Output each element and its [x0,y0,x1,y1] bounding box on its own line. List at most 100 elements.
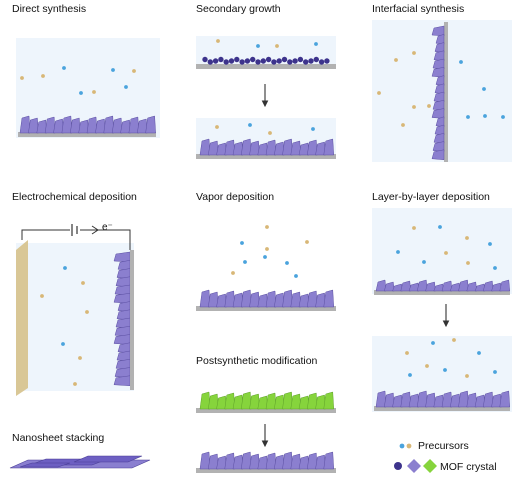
liquid-lbl-top [372,208,512,294]
precursor-blue [482,87,486,91]
electrochem-setup [16,224,131,396]
crystal-block [458,279,469,292]
crystal-block [466,392,478,408]
seed-crystal [207,59,213,65]
crystal-block [240,289,252,308]
label-nanosheet-stacking: Nanosheet stacking [12,432,105,444]
precursor-blue [248,123,252,127]
crystal-block [435,116,445,128]
crystal-block [290,393,302,410]
seed-crystal [324,58,330,64]
crystal-block [432,58,445,70]
crystal-block [282,391,293,410]
crystal-block [249,453,260,470]
crystal-block [432,99,445,111]
seed-crystal [265,56,272,63]
crystal-layer-lbl-bottom [375,390,511,408]
crystal-block [491,282,502,292]
crystal-block [249,393,260,410]
crystal-block [392,283,403,292]
crystal-block [298,455,310,470]
crystal-block [103,115,115,134]
crystal-block [240,138,252,156]
electrode-left [16,240,28,396]
seed-crystal [287,59,293,65]
crystal-block [136,118,148,134]
crystal-block [199,138,211,156]
crystal-block [482,280,494,292]
crystal-block [273,141,285,156]
crystal-block [458,390,469,408]
crystal-block [408,393,420,408]
legend-mof-purple-diamond [407,459,421,473]
precursor-blue [240,241,244,245]
precursor-blue [285,261,289,265]
precursor-blue [443,368,447,372]
crystal-block [416,279,428,292]
precursor-gold [92,90,96,94]
legend-precursor-gold-dot [406,443,412,449]
crystal-block [273,454,285,470]
crystal-block [474,394,486,408]
crystal-block [431,149,445,161]
crystal-block [306,139,318,156]
crystal-block [323,138,335,156]
label-interfacial-synthesis: Interfacial synthesis [372,3,465,15]
crystal-block [207,140,219,156]
process-arrows [261,84,450,448]
label-layer-by-layer-deposition: Layer-by-layer deposition [372,191,490,203]
crystal-block [306,452,318,470]
precursor-gold [275,44,279,48]
crystal-block [375,279,387,292]
seed-crystal [308,58,314,64]
substrate-vapor [196,306,336,311]
precursor-gold [425,364,429,368]
crystal-block [290,291,302,308]
crystal-block [199,289,211,308]
precursor-gold [412,105,416,109]
crystal-block [400,391,412,408]
crystal-block [315,454,326,470]
crystal-block [433,394,445,408]
nanosheet-stack [9,455,151,469]
precursor-blue [111,68,115,72]
seed-crystal [318,59,325,65]
precursor-gold [40,294,44,298]
crystal-block [128,116,140,134]
crystal-block [383,392,395,408]
seed-crystal [212,58,219,64]
crystal-block [265,290,277,308]
crystal-block [400,280,412,292]
crystal-block [434,42,445,53]
crystal-block [273,292,285,308]
substrate-direct [18,132,156,137]
crystal-block [431,108,445,119]
precursor-gold [401,123,405,127]
crystal-block [466,281,478,292]
precursor-blue [243,260,247,264]
label-secondary-growth: Secondary growth [196,3,281,15]
crystal-block [216,142,227,156]
crystal-block [232,454,244,470]
crystal-layer-electrochem [113,251,131,387]
substrate-postsynthetic-top [196,408,336,413]
crystal-block [416,390,428,408]
crystal-block [491,393,502,408]
crystal-block [434,83,445,95]
precursor-blue [256,44,260,48]
crystal-block [224,392,236,410]
substrate-lbl-top [374,290,510,295]
precursor-gold [427,104,431,108]
crystal-block [199,451,211,470]
precursor-blue [501,115,505,119]
crystal-block [298,395,310,410]
crystal-block [282,138,293,156]
precursor-blue [63,266,67,270]
crystal-layer-secondary [199,138,335,156]
crystal-block [53,118,64,134]
crystal-block [315,394,326,410]
precursor-particles [20,39,505,386]
legend-precursor-blue-dot [399,443,405,449]
crystal-block [145,115,156,134]
substrate-secondary-top [196,64,336,69]
